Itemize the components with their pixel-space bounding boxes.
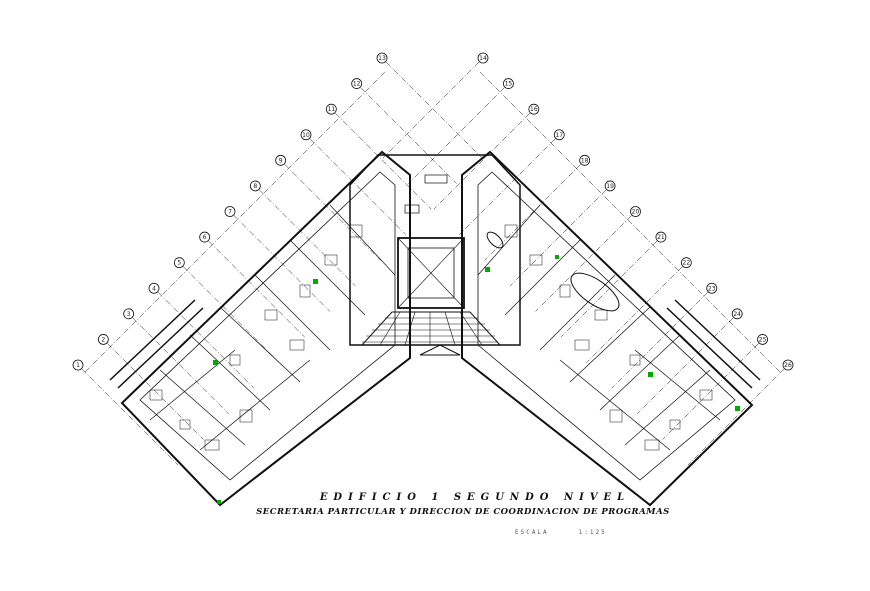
axis-right-26-bubble xyxy=(782,359,794,371)
axis-line-right-20 xyxy=(535,215,632,312)
axis-left-7-label: 7 xyxy=(228,209,232,216)
axis-right-16-label: 16 xyxy=(530,106,538,113)
axis-left-7-bubble xyxy=(224,206,236,217)
axis-line-right-15 xyxy=(408,87,505,184)
axis-left-2-bubble xyxy=(97,334,109,345)
axis-left-1-label: 1 xyxy=(76,362,80,369)
axis-line-left-13 xyxy=(385,61,483,159)
axis-right-24-label: 24 xyxy=(733,311,741,318)
axis-left-4-label: 4 xyxy=(152,285,156,292)
axis-left-5-bubble xyxy=(173,257,185,269)
axis-right-22-label: 22 xyxy=(683,260,691,267)
axis-right-15-label: 15 xyxy=(505,81,513,88)
axis-right-18-bubble xyxy=(579,154,591,166)
scale-value: 1:125 xyxy=(578,529,607,536)
axis-left-8-bubble xyxy=(249,180,261,192)
axis-left-13-bubble xyxy=(376,52,388,64)
axis-right-21-bubble xyxy=(655,231,667,243)
axis-right-14-bubble xyxy=(477,52,489,64)
axis-left-9-bubble xyxy=(275,154,287,166)
axis-left-1-bubble xyxy=(72,359,84,371)
axis-line-right-25 xyxy=(662,343,759,440)
axis-left-10-bubble xyxy=(300,129,312,141)
axis-line-right-18 xyxy=(484,164,581,261)
axis-line-right-14 xyxy=(382,61,480,159)
axis-left-3-label: 3 xyxy=(127,311,131,318)
axis-right-20-bubble xyxy=(630,206,641,217)
axis-line-right-17 xyxy=(459,138,556,235)
central-atrium xyxy=(349,154,521,356)
axis-right-25-bubble xyxy=(757,334,768,345)
axis-right-16-bubble xyxy=(528,103,540,115)
axis-left-11-label: 11 xyxy=(328,106,336,113)
axis-right-23-label: 23 xyxy=(708,285,716,292)
axis-right-20-label: 20 xyxy=(632,209,640,216)
axis-line-left-4 xyxy=(157,292,255,389)
axis-right-26-label: 26 xyxy=(784,362,792,369)
axis-line-left-5 xyxy=(183,266,280,363)
scale-label: ESCALA xyxy=(515,529,549,536)
axis-left-11-bubble xyxy=(325,103,337,115)
axis-right-18-label: 18 xyxy=(581,157,589,164)
scale-note: ESCALA 1:125 xyxy=(515,529,637,536)
axis-line-left-3 xyxy=(132,317,229,415)
axis-right-24-bubble xyxy=(731,308,743,320)
axis-left-12-bubble xyxy=(351,78,363,89)
axis-left-3-bubble xyxy=(123,308,135,320)
left-wing xyxy=(109,150,411,507)
axis-line-right-23 xyxy=(611,292,708,389)
axis-left-13-label: 13 xyxy=(378,55,386,62)
axis-line-left-2 xyxy=(107,343,204,440)
axis-right-19-bubble xyxy=(604,180,616,192)
axis-line-right-21 xyxy=(560,240,658,338)
axis-left-2-label: 2 xyxy=(101,336,105,343)
axis-right-23-bubble xyxy=(706,282,718,294)
axis-right-17-label: 17 xyxy=(555,132,563,139)
axis-line-left-12 xyxy=(360,87,457,184)
dimension-line-left xyxy=(84,71,386,373)
drawing-subtitle: SECRETARIA PARTICULAR Y DIRECCION DE COO… xyxy=(256,507,670,517)
axis-line-right-24 xyxy=(636,317,734,415)
axis-left-6-label: 6 xyxy=(203,234,207,241)
axis-left-12-label: 12 xyxy=(353,81,361,88)
axis-line-right-16 xyxy=(433,112,531,210)
axis-left-6-bubble xyxy=(199,231,211,243)
axis-right-14-label: 14 xyxy=(479,55,487,62)
axis-line-left-9 xyxy=(284,164,381,261)
axis-right-15-bubble xyxy=(503,78,514,89)
axis-line-left-8 xyxy=(259,189,356,287)
axis-line-right-19 xyxy=(509,189,607,287)
dimension-line-right xyxy=(479,71,781,373)
axis-line-left-11 xyxy=(335,112,432,210)
drawing-title: EDIFICIO 1 SEGUNDO NIVEL xyxy=(319,492,631,503)
axis-right-17-bubble xyxy=(553,129,565,141)
axis-left-5-label: 5 xyxy=(177,260,181,267)
axis-line-left-10 xyxy=(309,138,407,235)
axis-left-8-label: 8 xyxy=(253,183,257,190)
accent-markers xyxy=(213,255,740,504)
axis-line-left-7 xyxy=(233,215,331,312)
axis-left-10-label: 10 xyxy=(302,132,310,139)
axis-line-right-22 xyxy=(586,266,683,363)
axis-line-left-1 xyxy=(81,368,179,466)
axis-right-19-label: 19 xyxy=(606,183,614,190)
axis-right-25-label: 25 xyxy=(759,336,767,343)
axis-left-9-label: 9 xyxy=(279,157,283,164)
axis-right-22-bubble xyxy=(680,257,692,269)
right-wing xyxy=(461,150,761,507)
axis-right-21-label: 21 xyxy=(657,234,665,241)
axis-left-4-bubble xyxy=(148,282,160,294)
axis-line-left-6 xyxy=(208,240,305,338)
axis-line-right-26 xyxy=(687,368,785,466)
